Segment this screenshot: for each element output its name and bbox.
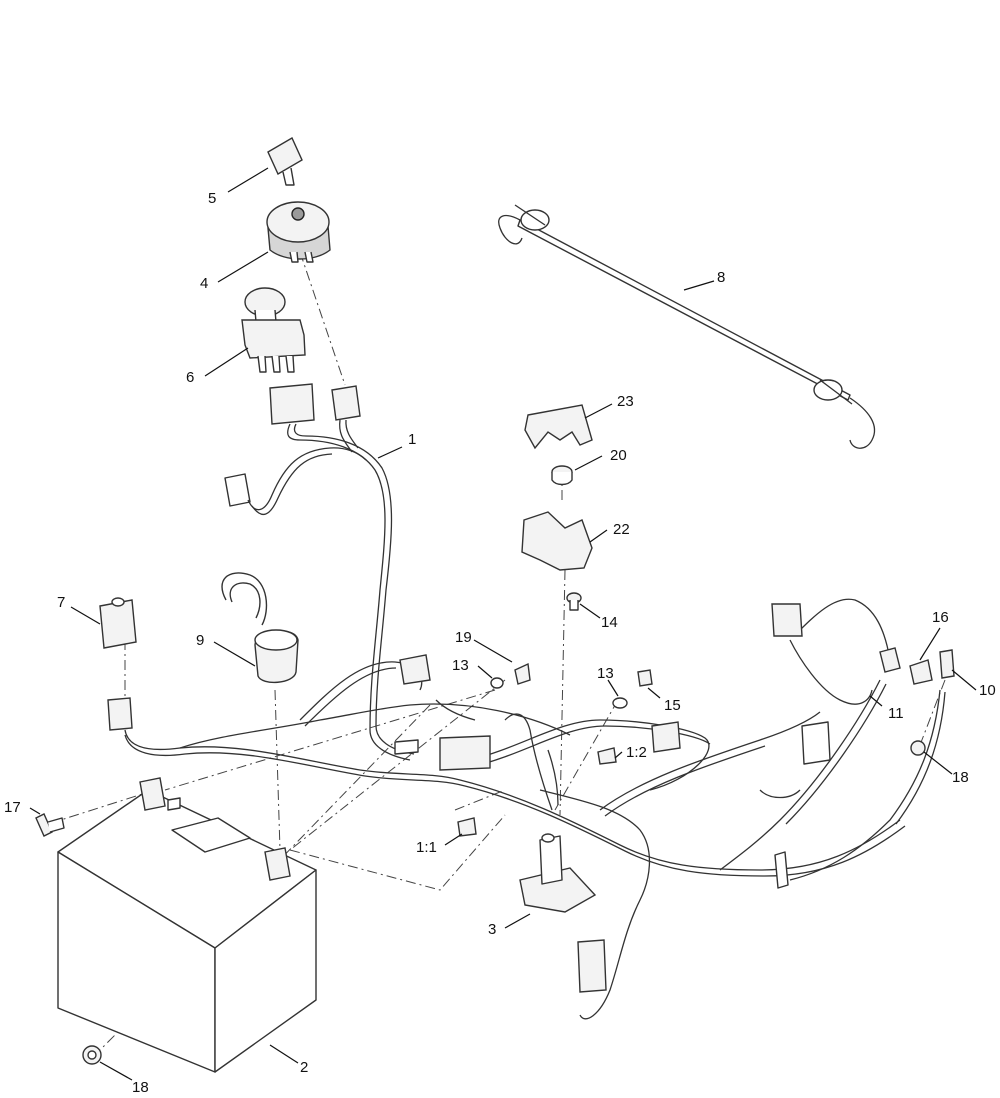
callout-22: 22 [613,521,630,538]
ground-cable [879,647,901,673]
callout-5: 5 [208,190,216,207]
callout-18-right: 18 [952,769,969,786]
ignition-key [267,137,303,186]
callout-13a: 13 [452,657,469,674]
callout-17: 17 [4,799,21,816]
relay [99,597,137,649]
washer-13a [490,677,504,689]
nut-18-right [910,740,926,756]
wing-nut-19 [514,662,531,685]
callout-18-bottom: 18 [132,1079,149,1096]
callout-fuse-1-1: 1:1 [416,839,437,856]
bolt-15 [637,669,653,687]
callout-4: 4 [200,275,208,292]
callout-9: 9 [196,632,204,649]
screw-14 [566,592,582,611]
ignition-switch [266,201,331,263]
callout-2: 2 [300,1059,308,1076]
fuse-holder [254,629,299,683]
callout-19: 19 [455,629,472,646]
callout-1: 1 [408,431,416,448]
pto-switch [241,287,306,373]
callout-16: 16 [932,609,949,626]
callout-labels: 5 4 6 1 8 23 20 22 7 9 19 13 14 13 15 1:… [4,190,996,1096]
terminal-boot-22 [521,511,593,571]
harness-connectors [107,572,831,993]
callout-11: 11 [888,705,904,722]
callout-14: 14 [601,614,618,631]
cable-10 [939,649,955,679]
nut-18-bottom [82,1045,102,1065]
bolt-16 [909,659,933,685]
callout-3: 3 [488,921,496,938]
harness-top-connectors [224,383,361,507]
bolt-17 [35,813,65,837]
callout-7: 7 [57,594,65,611]
callout-8: 8 [717,269,725,286]
washer-13b [612,697,628,709]
callout-15: 15 [664,697,681,714]
callout-23: 23 [617,393,634,410]
callout-13b: 13 [597,665,614,682]
nut-20 [551,465,573,486]
callout-10: 10 [979,682,996,699]
starter-solenoid [519,833,597,913]
callout-6: 6 [186,369,194,386]
main-wire-harness [124,419,946,1020]
fuse-1-2 [597,747,617,765]
fuse-1-1 [457,817,477,837]
battery [57,777,317,1073]
leader-lines [29,167,977,1081]
callout-20: 20 [610,447,627,464]
callout-fuse-1-2: 1:2 [626,744,647,761]
rod-part [498,204,876,449]
terminal-boot-23 [524,404,593,450]
